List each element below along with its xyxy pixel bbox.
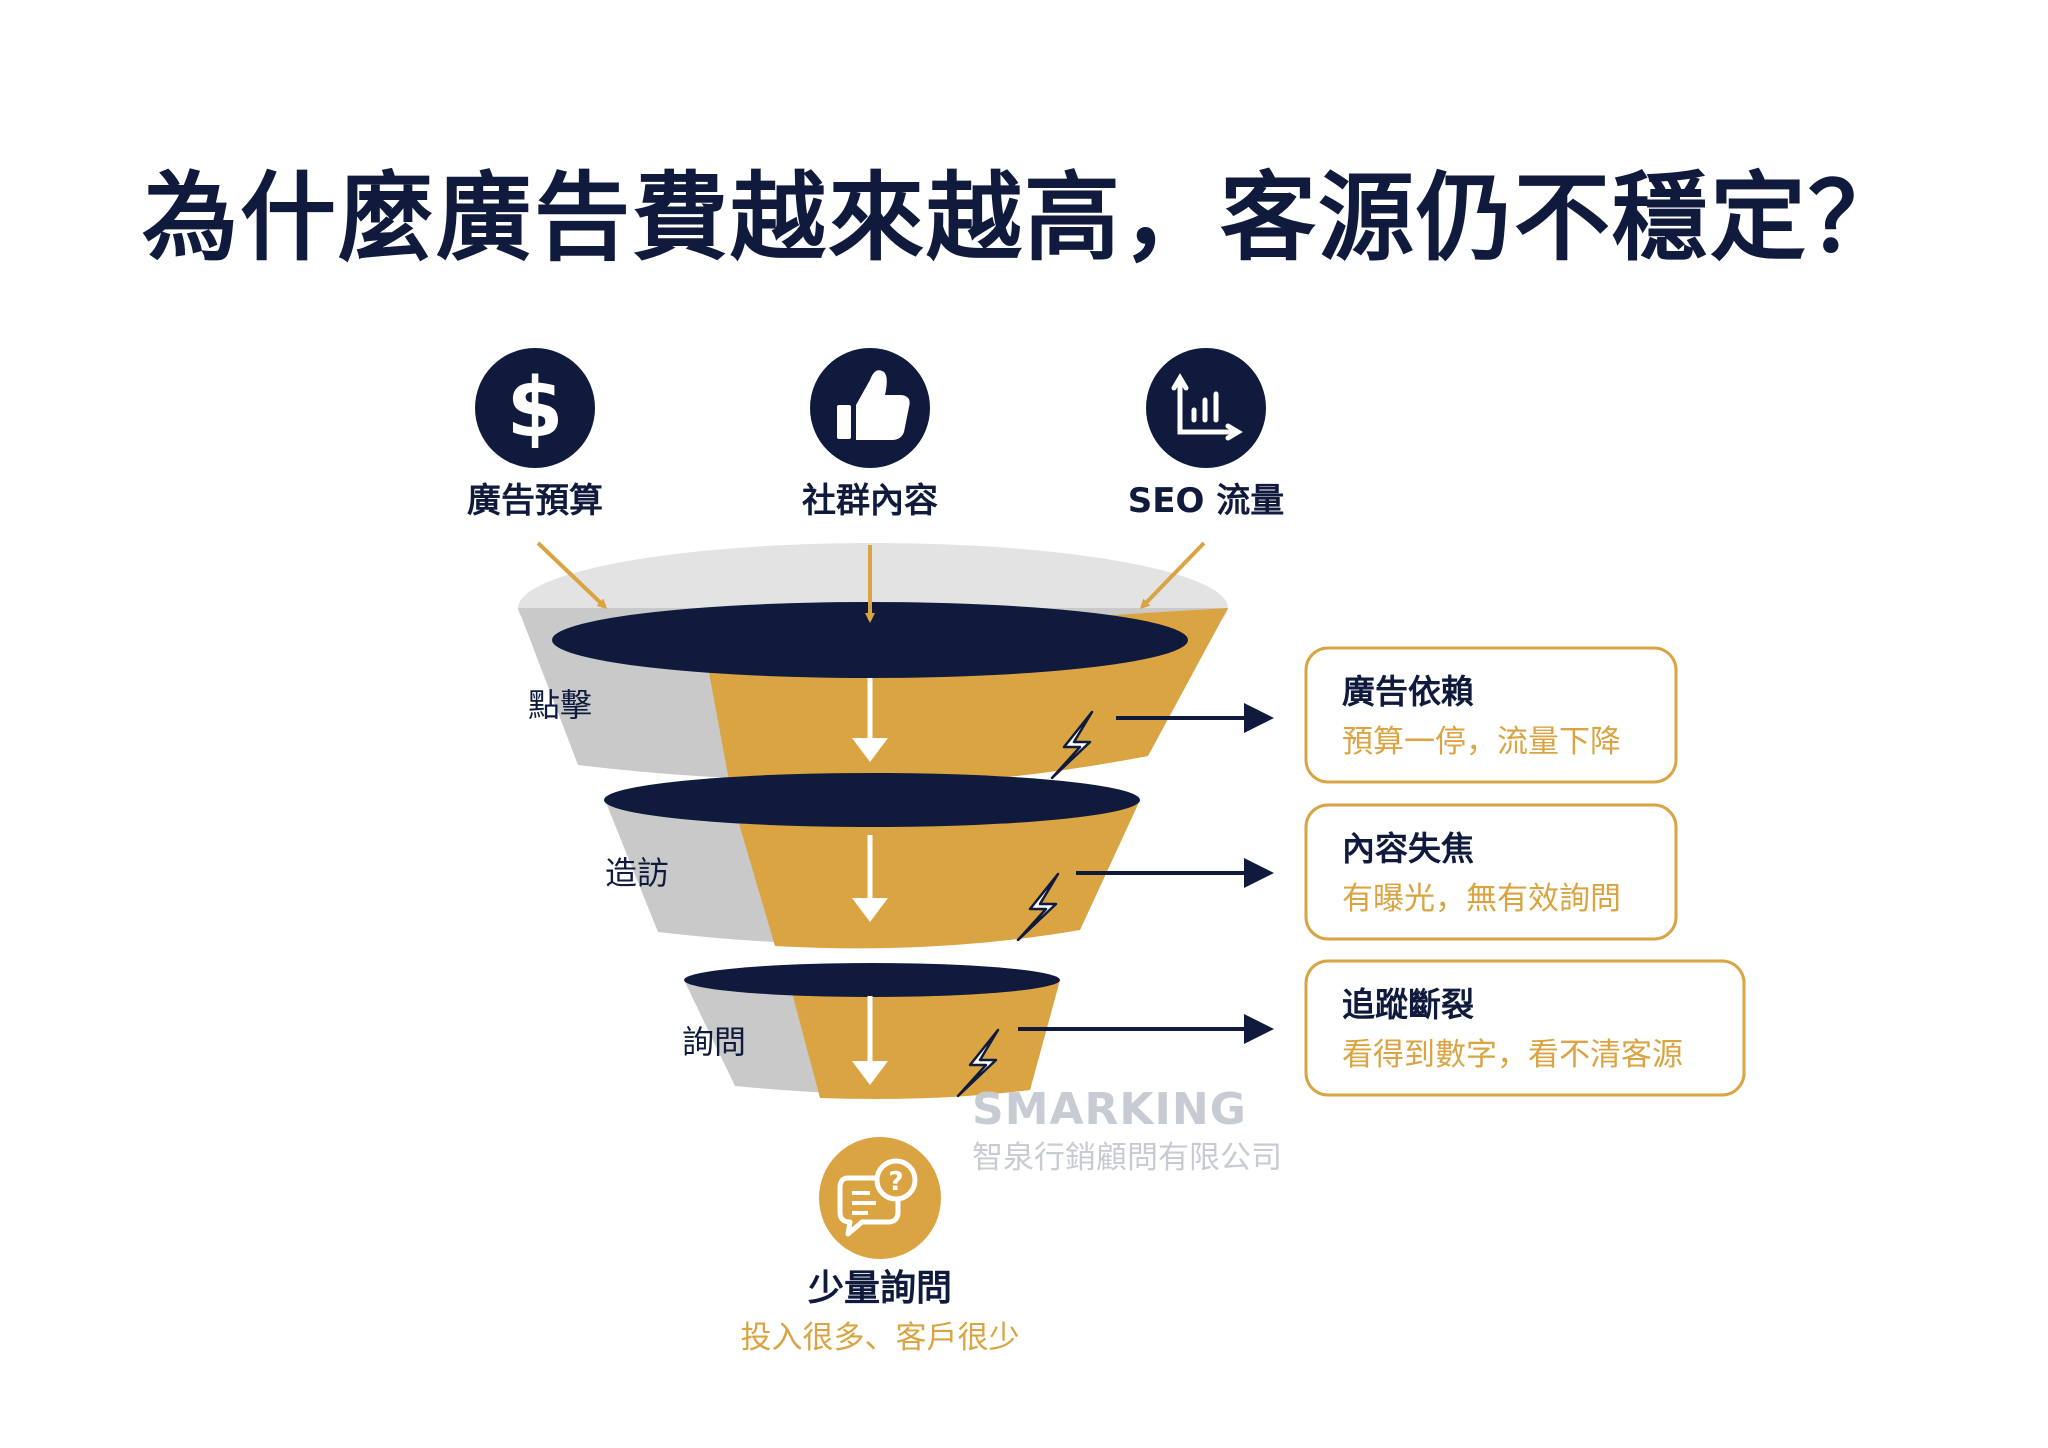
source-label-seo: SEO 流量 — [1128, 481, 1284, 521]
thumbs-up-icon — [837, 370, 910, 440]
watermark-brand: SMARKING — [972, 1084, 1247, 1135]
svg-text:?: ? — [888, 1167, 903, 1197]
card-arrow-1 — [1116, 703, 1274, 733]
result-desc: 投入很多、客戶很少 — [741, 1320, 1020, 1356]
card-ad-dependency: 廣告依賴 預算一停，流量下降 — [1304, 646, 1678, 784]
flow-arrow-2 — [852, 835, 888, 922]
stage-label-visit: 造訪 — [605, 854, 669, 892]
card-content-unfocused: 內容失焦 有曝光，無有效詢問 — [1304, 803, 1678, 941]
card-desc: 有曝光，無有效詢問 — [1342, 881, 1621, 917]
card-arrow-3 — [1018, 1014, 1274, 1044]
source-label-budget: 廣告預算 — [467, 481, 603, 521]
card-desc: 預算一停，流量下降 — [1342, 724, 1621, 760]
result: ? 少量詢問 投入很多、客戶很少 — [741, 1137, 1020, 1356]
page-title: 為什麼廣告費越來越高，客源仍不穩定？ — [142, 162, 1906, 274]
watermark: SMARKING 智泉行銷顧問有限公司 — [972, 1084, 1282, 1176]
watermark-company: 智泉行銷顧問有限公司 — [972, 1140, 1282, 1176]
lightning-icon-2 — [1016, 872, 1060, 942]
card-tracking-broken: 追蹤斷裂 看得到數字，看不清客源 — [1304, 959, 1746, 1097]
dollar-icon: $ — [506, 361, 563, 456]
source-budget: $ 廣告預算 — [467, 348, 603, 521]
source-seo: SEO 流量 — [1128, 348, 1284, 521]
lightning-icon-3 — [956, 1028, 1000, 1098]
card-desc: 看得到數字，看不清客源 — [1342, 1037, 1683, 1073]
card-arrow-2 — [1076, 858, 1274, 888]
funnel-tier-inquiry — [684, 963, 1060, 1099]
source-label-social: 社群內容 — [802, 481, 938, 521]
source-arrow-budget — [536, 541, 608, 610]
card-title: 追蹤斷裂 — [1342, 985, 1474, 1024]
funnel-tier-click — [518, 602, 1228, 788]
lightning-icon-1 — [1050, 710, 1094, 780]
bar-chart-icon — [1171, 373, 1243, 441]
question-chat-icon: ? — [837, 1158, 918, 1237]
source-arrow-seo — [1139, 541, 1206, 610]
card-title: 廣告依賴 — [1342, 672, 1474, 711]
result-title: 少量詢問 — [808, 1267, 952, 1309]
card-title: 內容失焦 — [1342, 829, 1474, 868]
flow-arrow-3 — [852, 996, 888, 1085]
stage-label-inquiry: 詢問 — [682, 1023, 746, 1061]
flow-arrow-1 — [852, 678, 888, 762]
source-social: 社群內容 — [802, 348, 938, 521]
stage-label-click: 點擊 — [528, 686, 592, 724]
